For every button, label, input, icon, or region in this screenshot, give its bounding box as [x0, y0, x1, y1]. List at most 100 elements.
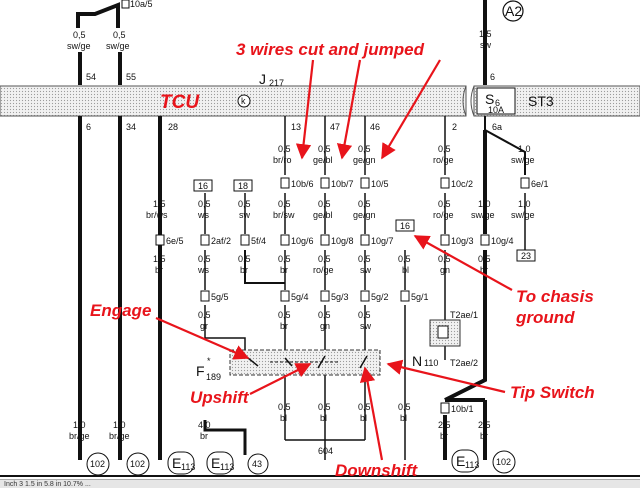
pin-label: 28: [168, 122, 178, 132]
wire-color-label: ge/bl: [313, 210, 333, 220]
connector-label: 5g/2: [371, 292, 389, 302]
wire-size-label: 0,5: [318, 310, 331, 320]
wire-color-label: br: [280, 265, 288, 275]
wire-size-label: 0,5: [238, 199, 251, 209]
wire-color-label: br/ge: [109, 431, 130, 441]
pin-label: 2: [452, 122, 457, 132]
ref-box-label: 16: [198, 181, 208, 191]
wire-color-label: sw: [360, 321, 372, 331]
wire-color-label: bl: [320, 413, 327, 423]
pin-label: 13: [291, 122, 301, 132]
wire-size-label: 1,5: [153, 254, 166, 264]
wire-color-label: br/sw: [273, 210, 295, 220]
row1-labels: 0,5 br/ro 0,5 ge/bl 0,5 ge/gn 0,5 ro/ge …: [273, 144, 535, 165]
ground-label: 113: [220, 462, 234, 472]
wire-color-label: sw/ge: [511, 210, 535, 220]
wire-color-label: sw: [239, 210, 251, 220]
connector-label: 10b/6: [291, 179, 314, 189]
wire-color-label: ge/gn: [353, 155, 376, 165]
ground-label: E: [211, 455, 220, 471]
wire-color-label: br: [280, 321, 288, 331]
connector-label: 10g/4: [491, 236, 514, 246]
solenoid-ref: N: [412, 353, 422, 369]
wire-color-label: ge/gn: [353, 210, 376, 220]
connector-label: 10c/2: [451, 179, 473, 189]
solenoid-ref-sub: 110: [424, 358, 438, 368]
wire-color-label: sw: [480, 40, 492, 50]
solenoid-n110: T2ae/1 T2ae/2 N 110 10b/1: [412, 310, 478, 414]
annotation-downshift: Downshift: [335, 461, 418, 480]
wire-size-label: 0,5: [318, 254, 331, 264]
wire-color-label: ws: [197, 210, 209, 220]
pin-label: 6: [490, 72, 495, 82]
ground-label: E: [172, 455, 181, 471]
wire-color-label: ro/ge: [433, 155, 454, 165]
wire-color-label: gr: [200, 321, 208, 331]
connector-label: 10g/8: [331, 236, 354, 246]
wire-color-label: br: [155, 265, 163, 275]
connector-label: 5f/4: [251, 236, 266, 246]
wire-size-label: 0,5: [358, 254, 371, 264]
component-ref-sub: 217: [269, 78, 284, 88]
tcu-pins: 6 34 28 13 47 46 2 6a: [86, 122, 502, 132]
wire-size-label: 0,5: [318, 144, 331, 154]
connector-label: 5g/5: [211, 292, 229, 302]
pin-label: 55: [126, 72, 136, 82]
ground-label: E: [456, 453, 465, 469]
ground-label: 102: [496, 457, 511, 467]
wire-size-label: 0,5: [278, 254, 291, 264]
wire-size-label: 0,5: [278, 402, 291, 412]
connector-label: T2ae/2: [450, 358, 478, 368]
wire-color-label: bl: [280, 413, 287, 423]
tip-switch-f189: F 189 *: [196, 349, 381, 382]
wire-size-label: 0,5: [278, 144, 291, 154]
pin-label: 6a: [492, 122, 502, 132]
connector: 6e/1: [520, 177, 549, 189]
wire-size-label: 0,5: [438, 254, 451, 264]
connector-label: T2ae/1: [450, 310, 478, 320]
wire-color-label: sw/ge: [67, 41, 91, 51]
ground-label: 43: [252, 459, 262, 469]
status-bar: Inch 3 1.5 in 5.8 in 10.7% ...: [0, 479, 640, 488]
wire-size-label: 0,5: [358, 310, 371, 320]
wire-color-label: br/ge: [69, 431, 90, 441]
annotation-engage: Engage: [90, 301, 151, 320]
annotations: 3 wires cut and jumped To chasis ground …: [90, 40, 595, 480]
wire-size-label: 0,5: [238, 254, 251, 264]
ground-label: 102: [90, 459, 105, 469]
wire-color-label: br/ws: [146, 210, 168, 220]
wire-color-label: br/ro: [273, 155, 292, 165]
wire-size-label: 0,5: [113, 30, 126, 40]
wire-size-label: 0,5: [358, 402, 371, 412]
wire-size-label: 1,5: [153, 199, 166, 209]
grounds: 102 102 E 113 E 113 43 604 E 113 102: [0, 446, 640, 477]
connector-label: 5g/4: [291, 292, 309, 302]
tcu-label: TCU: [160, 92, 200, 113]
wire-color-label: br: [200, 431, 208, 441]
relay-amp: 10A: [488, 105, 504, 115]
top-wiring: 10a/5 0,5 sw/ge 0,5 sw/ge 54 55 A2 1,5 s…: [67, 0, 524, 85]
pin-label: 47: [330, 122, 340, 132]
pin-label: 46: [370, 122, 380, 132]
wire-size-label: 2,5: [438, 420, 451, 430]
wire-size-label: 1,0: [73, 420, 86, 430]
connector-label: 10g/3: [451, 236, 474, 246]
ground-label: 113: [181, 462, 195, 472]
connector: 10c/2: [440, 177, 473, 189]
pin-label: 54: [86, 72, 96, 82]
annotation-cut: 3 wires cut and jumped: [236, 40, 425, 59]
wire-color-label: br: [440, 431, 448, 441]
wire-size-label: 0,5: [478, 254, 491, 264]
wire-size-label: 0,5: [278, 199, 291, 209]
ref-box-label: 16: [400, 221, 410, 231]
component-ref: J: [259, 71, 266, 87]
wire-size-label: 0,5: [358, 199, 371, 209]
wire-size-label: 1,0: [478, 199, 491, 209]
ground-label: 102: [130, 459, 145, 469]
wire-size-label: 4,0: [198, 420, 211, 430]
wire-color-label: bl: [402, 265, 409, 275]
asterisk: *: [207, 356, 211, 366]
tcu-component: J 217 TCU k S 6 10A ST3: [0, 71, 640, 117]
connector-label: 10b/7: [331, 179, 354, 189]
